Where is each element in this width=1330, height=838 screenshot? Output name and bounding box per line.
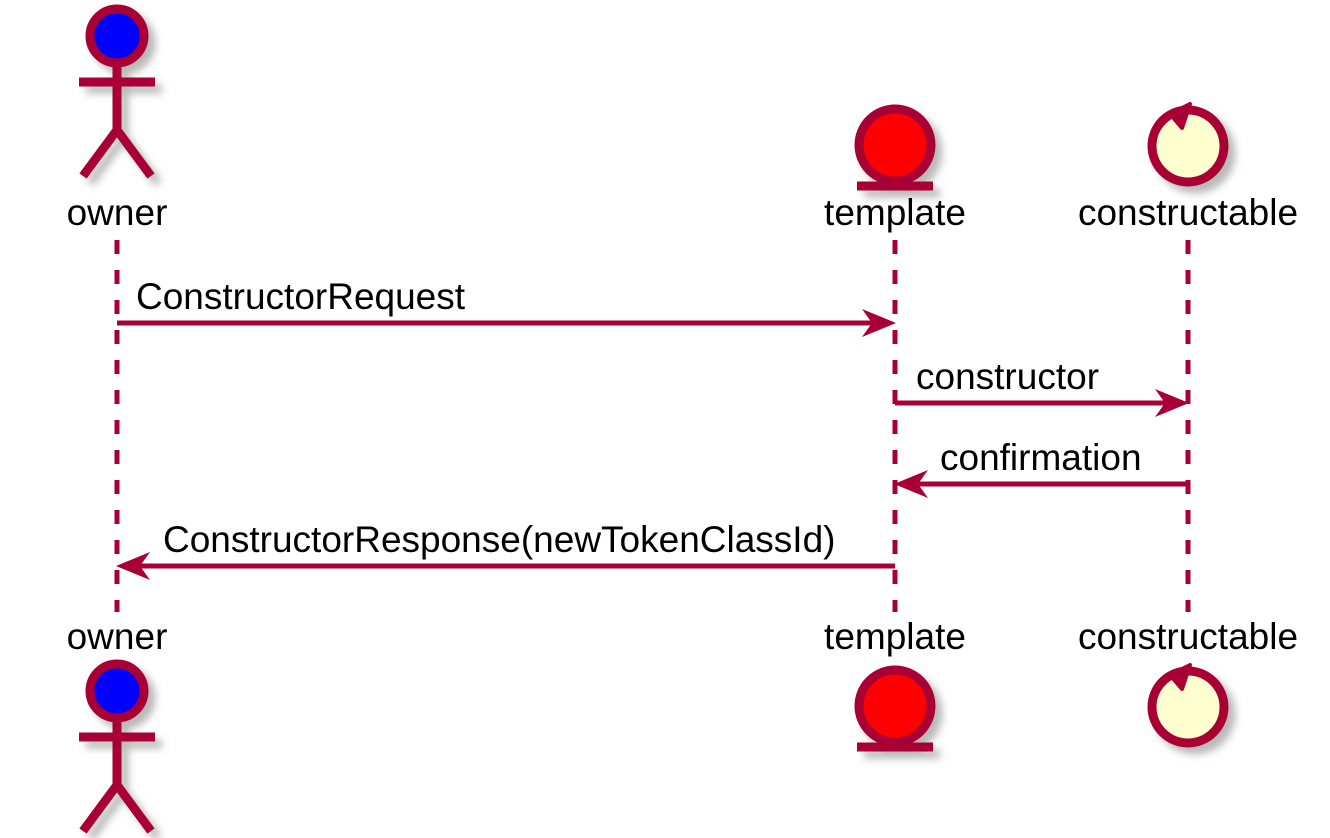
actor-stick-figure-icon-top	[79, 4, 155, 179]
entity-circle-icon-bottom	[854, 665, 936, 752]
participant-label-constructable-bottom: constructable	[1077, 616, 1299, 657]
participant-label-template-top: template	[824, 192, 966, 233]
message-arrow-4	[116, 552, 895, 580]
participant-label-owner-bottom: owner	[66, 616, 168, 657]
lifelines-group	[114, 240, 1191, 612]
message-label-constructor: constructor	[916, 356, 1100, 397]
control-circle-icon-bottom	[1147, 663, 1229, 748]
participant-label-template-bottom: template	[824, 616, 966, 657]
participant-label-constructable-top: constructable	[1077, 192, 1299, 233]
message-arrow-3	[894, 470, 1188, 498]
participant-label-owner-top: owner	[66, 192, 168, 233]
message-arrow-1	[117, 309, 896, 337]
message-label-confirmation: confirmation	[940, 437, 1142, 478]
message-label-constructor-request: ConstructorRequest	[136, 276, 466, 317]
actor-stick-figure-icon-bottom	[79, 659, 155, 834]
message-label-constructor-response: ConstructorResponse(newTokenClassId)	[163, 519, 836, 560]
message-arrow-2	[895, 389, 1189, 417]
entity-circle-icon-top	[854, 104, 936, 191]
control-circle-icon-top	[1147, 102, 1229, 187]
